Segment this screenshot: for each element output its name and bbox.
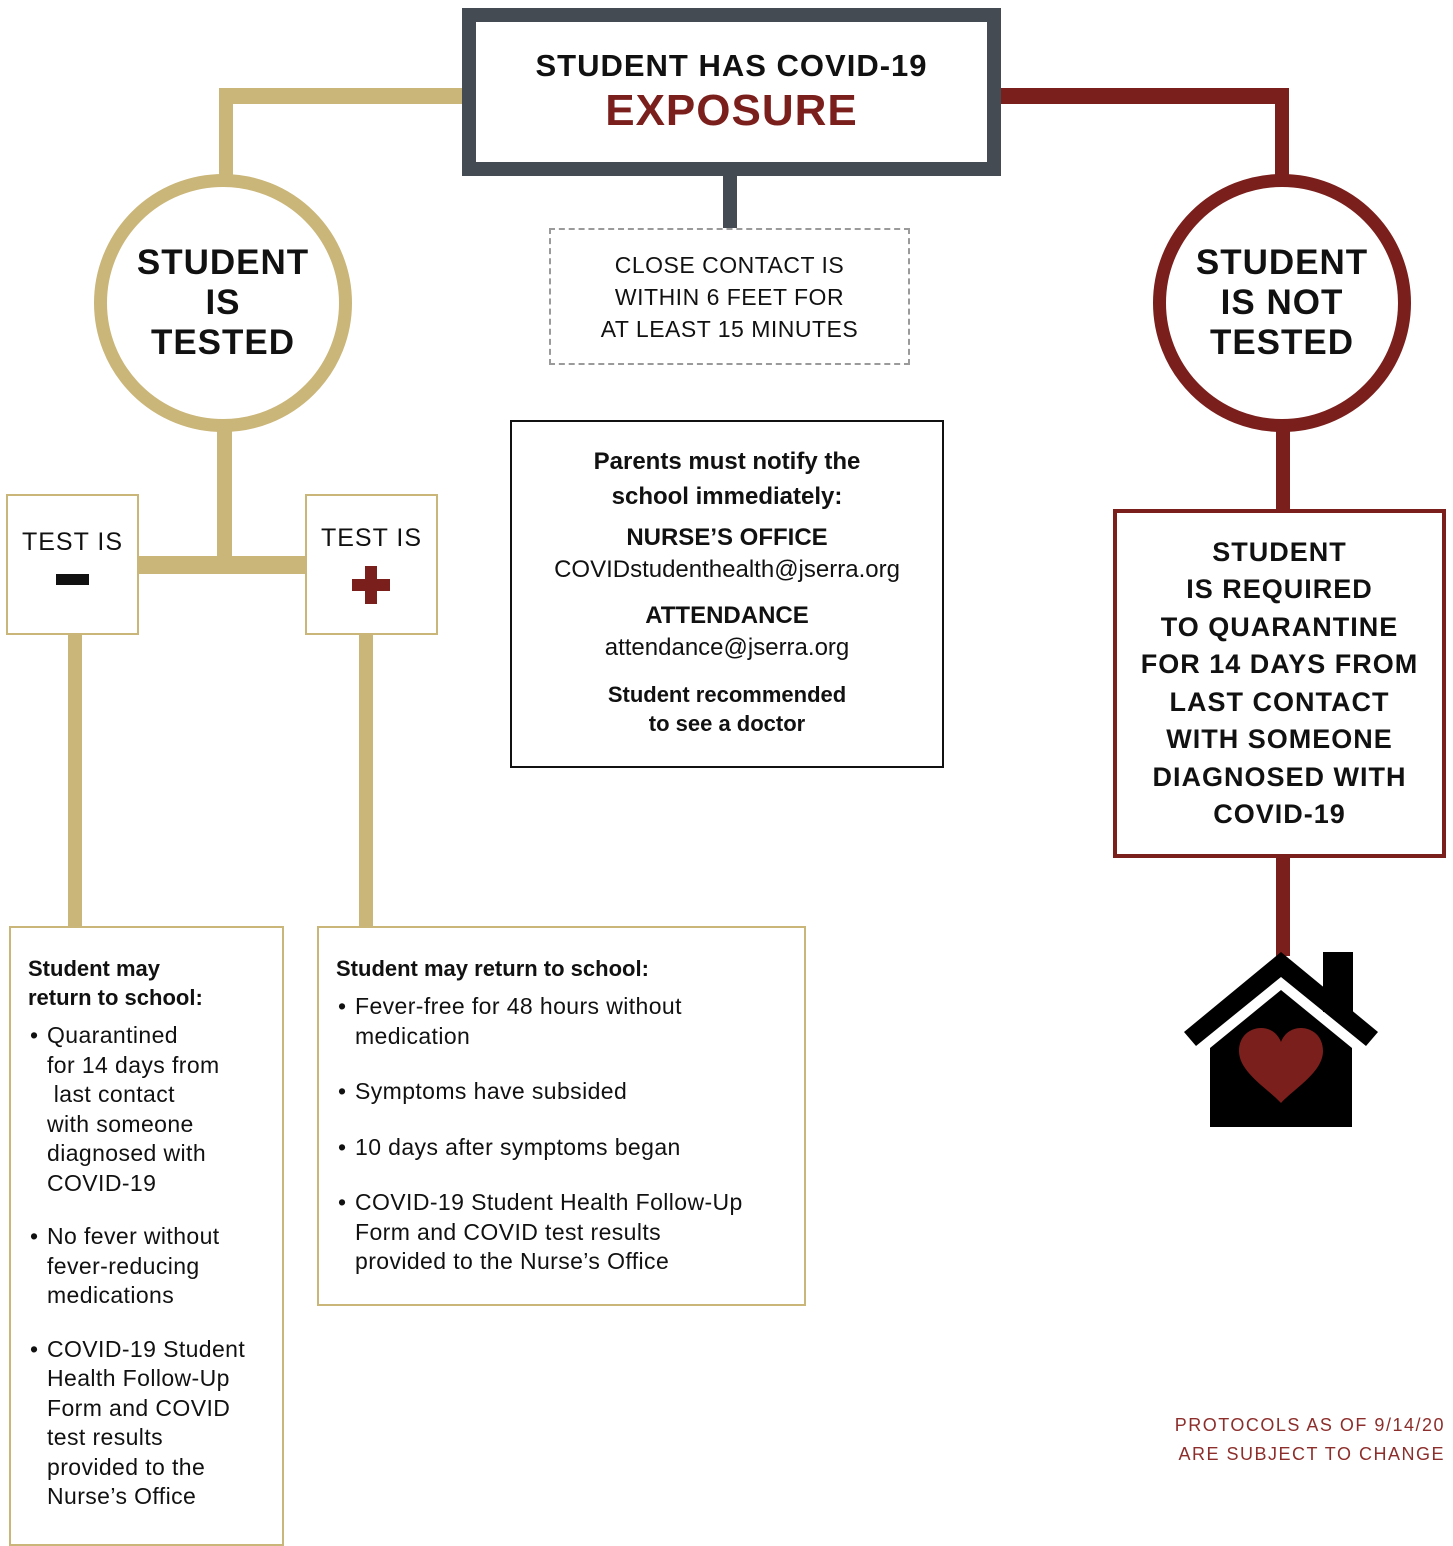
heading-line: return to school: bbox=[28, 985, 203, 1010]
criteria-item: Symptoms have subsided bbox=[336, 1077, 804, 1107]
item-line: fever-reducing bbox=[47, 1252, 200, 1279]
criteria-item: COVID-19 Student Health Follow-Up Form a… bbox=[28, 1335, 282, 1512]
criteria-item: Fever-free for 48 hours without medicati… bbox=[336, 992, 804, 1051]
criteria-item: Quarantined for 14 days from last contac… bbox=[28, 1021, 282, 1198]
student-is-tested-circle: STUDENT IS TESTED bbox=[94, 174, 352, 432]
quarantine-line: COVID-19 bbox=[1213, 799, 1346, 829]
return-to-school-negative: Student may return to school: Quarantine… bbox=[9, 926, 284, 1546]
doctor-recommendation: Student recommended to see a doctor bbox=[512, 680, 942, 738]
attendance-email: attendance@jserra.org bbox=[604, 634, 850, 661]
notify-intro: school immediately: bbox=[611, 483, 843, 510]
quarantine-box: STUDENT IS REQUIRED TO QUARANTINE FOR 14… bbox=[1113, 509, 1446, 858]
nurse-heading: NURSE’S OFFICE bbox=[626, 524, 828, 551]
minus-icon bbox=[55, 574, 89, 585]
connector-line bbox=[219, 88, 464, 104]
item-line: Form and COVID bbox=[47, 1394, 231, 1421]
item-line: medication bbox=[355, 1022, 471, 1049]
circle-line: IS bbox=[205, 283, 241, 322]
quarantine-line: IS REQUIRED bbox=[1186, 574, 1373, 604]
footer-line: ARE SUBJECT TO CHANGE bbox=[1178, 1444, 1445, 1464]
connector-line bbox=[1276, 428, 1290, 512]
return-heading: Student may return to school: bbox=[28, 954, 282, 1012]
footer-line: PROTOCOLS AS OF 9/14/20 bbox=[1174, 1415, 1445, 1435]
criteria-list: Quarantined for 14 days from last contac… bbox=[28, 1021, 282, 1512]
circle-line: TESTED bbox=[150, 323, 296, 362]
item-line: No fever without bbox=[47, 1223, 220, 1249]
connector-line bbox=[1275, 88, 1289, 180]
item-line: diagnosed with bbox=[47, 1140, 207, 1166]
connector-line bbox=[1276, 856, 1290, 956]
item-line: provided to the bbox=[47, 1453, 206, 1480]
connector-line bbox=[359, 634, 373, 928]
quarantine-line: DIAGNOSED WITH bbox=[1152, 761, 1407, 792]
circle-line: IS NOT bbox=[1221, 283, 1344, 323]
circle-emphasis: NOT bbox=[1266, 283, 1344, 322]
connector-line bbox=[217, 428, 232, 558]
item-line: 10 days after symptoms began bbox=[355, 1133, 681, 1160]
item-line: COVID-19 Student bbox=[47, 1335, 246, 1362]
test-label: TEST IS bbox=[21, 528, 123, 556]
notify-school-box: Parents must notify the school immediate… bbox=[510, 420, 944, 768]
item-line: last contact bbox=[47, 1081, 175, 1107]
circle-line: STUDENT bbox=[1195, 243, 1369, 282]
heading-line: Student may bbox=[28, 956, 161, 981]
attendance-heading: ATTENDANCE bbox=[645, 602, 809, 629]
quarantine-line: LAST CONTACT bbox=[1169, 686, 1390, 717]
connector-line bbox=[137, 556, 307, 574]
item-line: for 14 days from bbox=[47, 1051, 220, 1078]
protocol-footer: PROTOCOLS AS OF 9/14/20 ARE SUBJECT TO C… bbox=[1175, 1411, 1445, 1469]
circle-word: IS bbox=[1220, 283, 1267, 322]
quarantine-line: FOR 14 DAYS FROM bbox=[1140, 649, 1419, 679]
circle-line: STUDENT bbox=[136, 243, 310, 282]
close-contact-definition: CLOSE CONTACT IS WITHIN 6 FEET FOR AT LE… bbox=[549, 228, 910, 365]
item-line: provided to the Nurse’s Office bbox=[355, 1248, 670, 1274]
quarantine-line: TO QUARANTINE bbox=[1160, 611, 1399, 642]
connector-line bbox=[723, 174, 737, 228]
doctor-line: to see a doctor bbox=[648, 711, 806, 736]
exposure-title: STUDENT HAS COVID-19 bbox=[535, 48, 928, 83]
criteria-list: Fever-free for 48 hours without medicati… bbox=[336, 992, 804, 1277]
connector-line bbox=[999, 88, 1289, 104]
student-not-tested-circle: STUDENT IS NOT TESTED bbox=[1153, 174, 1411, 432]
item-line: medications bbox=[47, 1282, 175, 1308]
item-line: Quarantined bbox=[47, 1022, 178, 1048]
nurse-email: COVIDstudenthealth@jserra.org bbox=[554, 556, 900, 583]
return-heading: Student may return to school: bbox=[336, 956, 649, 981]
definition-line: WITHIN 6 FEET FOR bbox=[614, 283, 845, 310]
connector-line bbox=[219, 88, 233, 180]
criteria-item: 10 days after symptoms began bbox=[336, 1133, 804, 1163]
plus-icon bbox=[351, 566, 390, 604]
item-line: Nurse’s Office bbox=[47, 1483, 197, 1509]
test-negative-box: TEST IS bbox=[6, 494, 139, 635]
item-line: test results bbox=[47, 1424, 164, 1450]
item-line: COVID-19 bbox=[47, 1169, 157, 1196]
criteria-item: No fever without fever-reducing medicati… bbox=[28, 1222, 282, 1311]
house-heart-icon bbox=[1184, 952, 1378, 1127]
test-label: TEST IS bbox=[320, 524, 422, 552]
item-line: Fever-free for 48 hours without bbox=[355, 993, 682, 1019]
return-to-school-positive: Student may return to school: Fever-free… bbox=[317, 926, 806, 1306]
item-line: COVID-19 Student Health Follow-Up bbox=[355, 1189, 743, 1215]
item-line: Form and COVID test results bbox=[355, 1218, 662, 1245]
doctor-line: Student recommended bbox=[607, 682, 847, 707]
exposure-heading: EXPOSURE bbox=[605, 86, 858, 135]
notify-intro: Parents must notify the bbox=[593, 448, 861, 475]
exposure-box: STUDENT HAS COVID-19 EXPOSURE bbox=[462, 8, 1001, 176]
quarantine-line: WITH SOMEONE bbox=[1166, 724, 1393, 754]
item-line: with someone bbox=[47, 1110, 194, 1137]
test-positive-box: TEST IS bbox=[305, 494, 438, 635]
item-line: Health Follow-Up bbox=[47, 1365, 230, 1391]
criteria-item: COVID-19 Student Health Follow-Up Form a… bbox=[336, 1188, 804, 1277]
quarantine-line: STUDENT bbox=[1212, 536, 1347, 567]
definition-line: CLOSE CONTACT IS bbox=[614, 251, 845, 278]
item-line: Symptoms have subsided bbox=[355, 1078, 628, 1104]
circle-line: TESTED bbox=[1209, 323, 1355, 362]
connector-line bbox=[68, 634, 82, 928]
definition-line: AT LEAST 15 MINUTES bbox=[600, 315, 859, 342]
